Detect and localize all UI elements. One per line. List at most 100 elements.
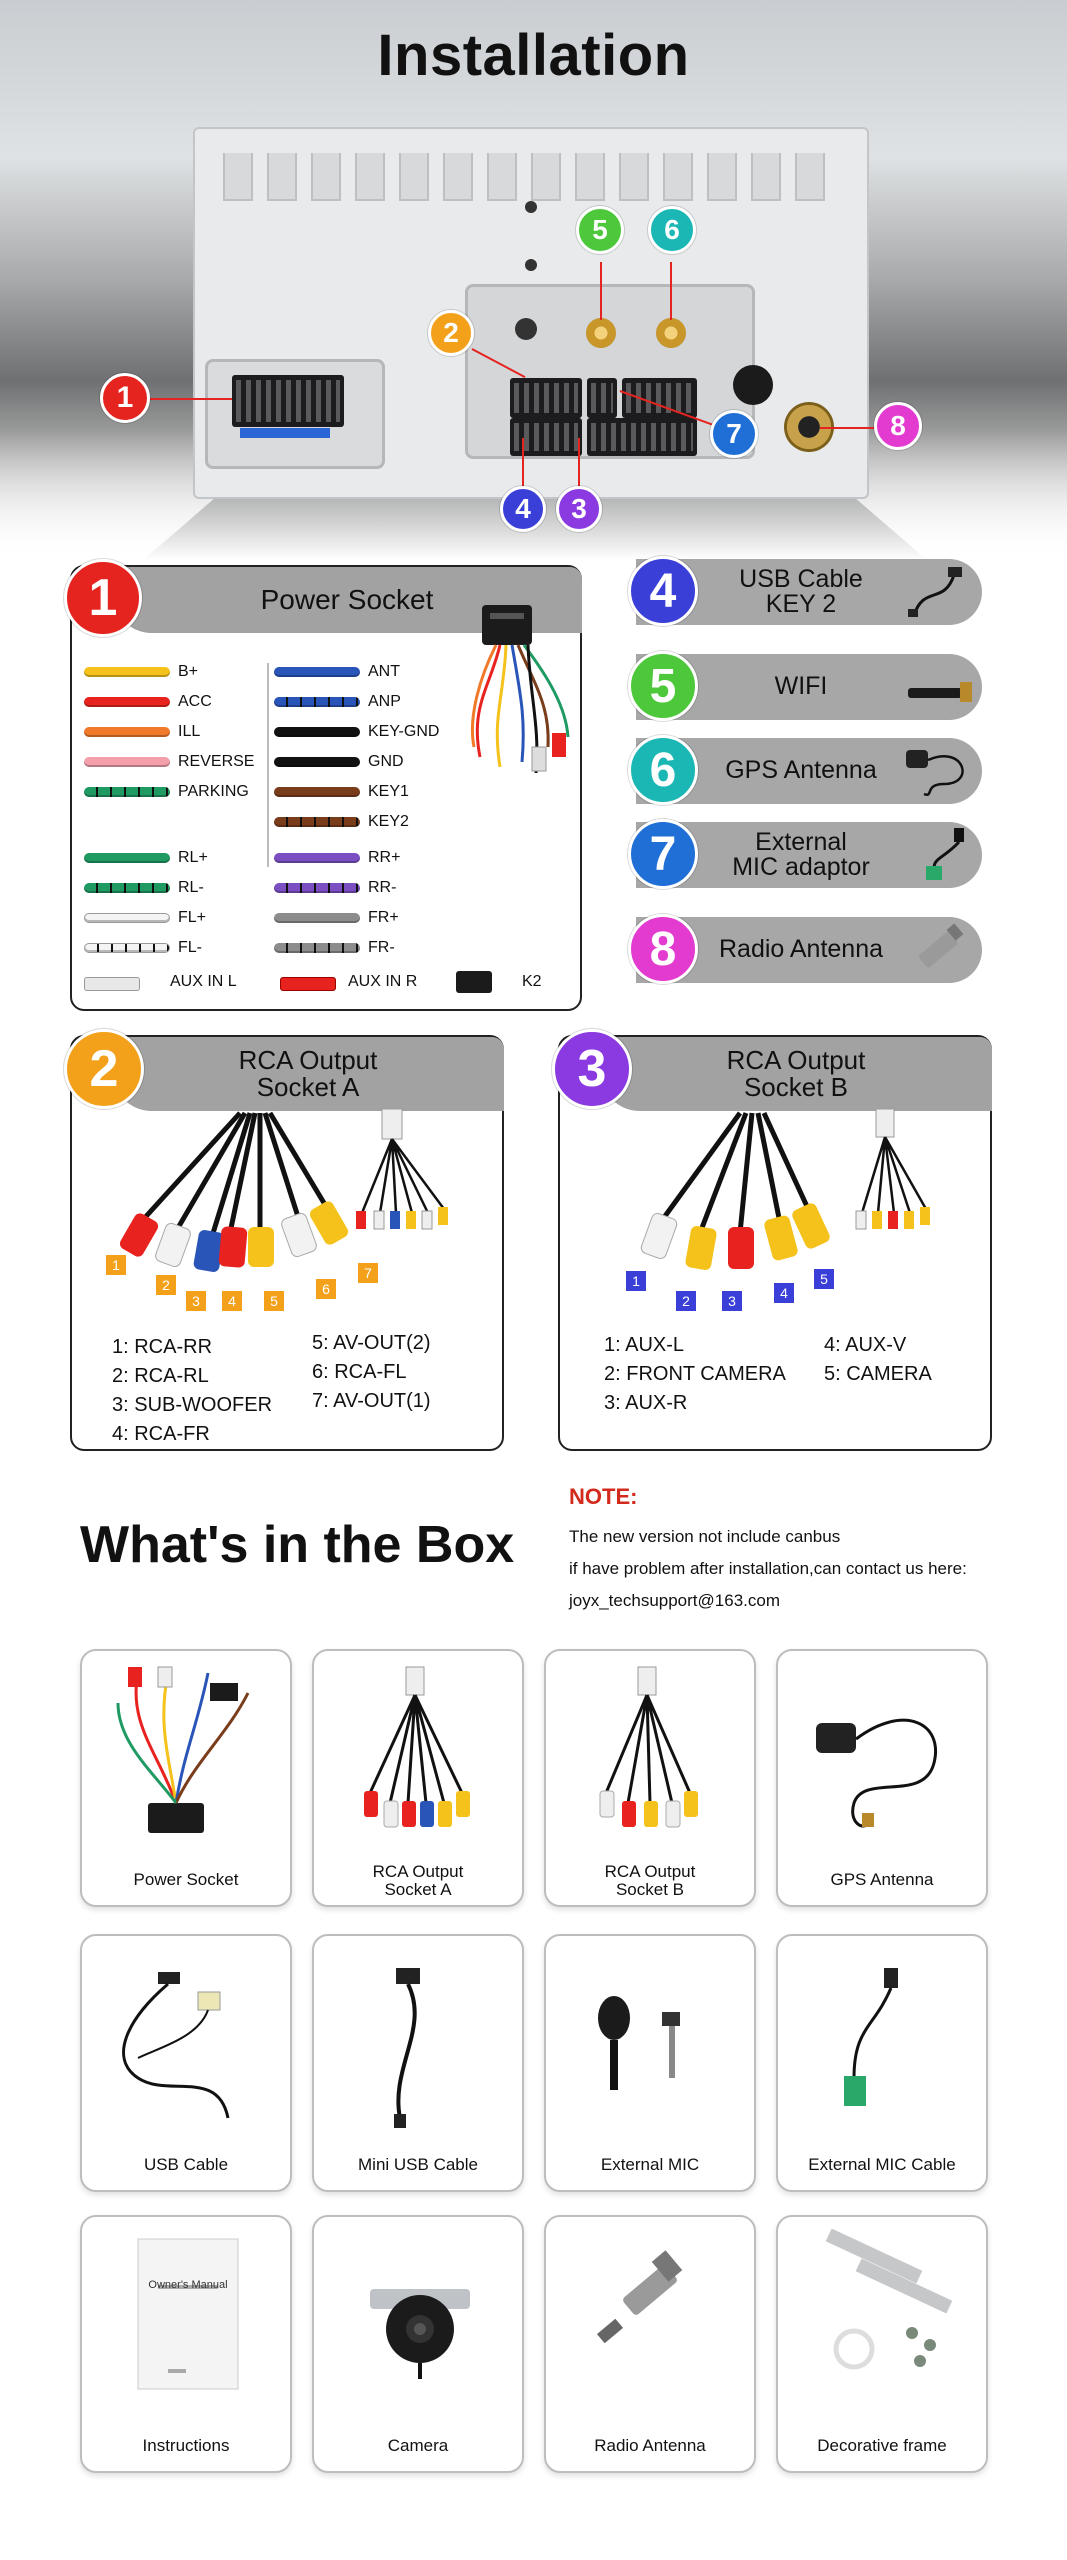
box-item-card: Power Socket	[80, 1649, 292, 1907]
box-item-card: External MIC Cable	[776, 1934, 988, 2192]
wire-label: RL+	[178, 849, 208, 866]
gps-port	[656, 318, 686, 348]
wire-label: KEY1	[368, 783, 409, 800]
wire-swatch	[84, 943, 170, 953]
rca-a-title-line1: RCA Output	[238, 1044, 378, 1075]
box-item-card: Decorative frame	[776, 2215, 988, 2473]
wire-row: ANT	[274, 663, 400, 681]
accessory-usb-cable: 4 USB Cable KEY 2	[628, 556, 982, 626]
box-item-label: Power Socket	[133, 1870, 239, 1889]
gps-antenna-icon	[906, 750, 964, 796]
box-item-label: USB Cable	[143, 2155, 229, 2174]
wire-swatch	[84, 853, 170, 863]
wire-label: FL-	[178, 939, 202, 956]
wire-row: RR-	[274, 879, 396, 897]
wire-label: B+	[178, 663, 199, 680]
accessory-badge-4: 4	[628, 556, 698, 626]
wire-swatch	[84, 697, 170, 707]
plug-number-tag: 4	[222, 1291, 242, 1311]
rca-a-right-list: 5: AV-OUT(2) 6: RCA-FL 7: AV-OUT(1)	[312, 1329, 431, 1416]
mic-cable-icon	[844, 1968, 898, 2106]
wire-swatch	[274, 883, 360, 893]
box-item-label: RCA Output Socket B	[604, 1862, 696, 1899]
accessory-label: Radio Antenna	[718, 935, 884, 964]
wire-row: FL-	[84, 939, 202, 957]
wire-divider	[267, 663, 269, 867]
port-badge-6: 6	[648, 206, 696, 254]
plug-number-tag: 2	[156, 1275, 176, 1295]
rca-a-item: 2: RCA-RL	[112, 1365, 209, 1387]
wire-row: GND	[274, 753, 404, 771]
rca-b-left-list: 1: AUX-L 2: FRONT CAMERA 3: AUX-R	[604, 1331, 786, 1418]
wire-swatch	[84, 667, 170, 677]
box-item-card: GPS Antenna	[776, 1649, 988, 1907]
wire-label: FR+	[368, 909, 399, 926]
wire-row: B+	[84, 663, 198, 681]
aux-in-l-label: AUX IN L	[170, 973, 237, 990]
rca-a-icon	[364, 1666, 470, 1828]
wire-row: FL+	[84, 909, 206, 927]
power-harness-icon	[116, 1666, 250, 1833]
accessory-badge-7: 7	[628, 819, 698, 889]
wire-label: KEY-GND	[368, 723, 440, 740]
accessory-external-mic-adaptor: 7 External MIC adaptor	[628, 819, 982, 889]
wifi-port	[586, 318, 616, 348]
wire-row: FR-	[274, 939, 395, 957]
box-item-card: Mini USB Cable	[312, 1934, 524, 2192]
mini-usb-icon	[394, 1968, 420, 2128]
box-item-label: External MIC	[600, 2155, 700, 2174]
radio-adapter-icon	[596, 2250, 683, 2344]
fuse	[240, 428, 330, 438]
wire-label: KEY2	[368, 813, 409, 830]
accessory-label: External MIC adaptor	[732, 827, 870, 881]
rca-a-item: 3: SUB-WOOFER	[112, 1394, 273, 1416]
frame-brackets-icon	[825, 2229, 953, 2370]
wire-swatch	[274, 667, 360, 677]
box-item-card: Camera	[312, 2215, 524, 2473]
accessory-gps-antenna: 6 GPS Antenna	[628, 735, 982, 805]
rca-a-tab: RCA Output Socket A	[112, 1037, 504, 1111]
box-item-label: Mini USB Cable	[358, 2155, 478, 2174]
plug-number-tag: 2	[676, 1291, 696, 1311]
wire-label: RL-	[178, 879, 204, 896]
wire-row: ANP	[274, 693, 401, 711]
rca-b-item: 2: FRONT CAMERA	[604, 1363, 786, 1385]
port-badge-3: 3	[556, 486, 602, 532]
plug-number-tag: 1	[106, 1255, 126, 1275]
wire-swatch	[274, 697, 360, 707]
port-badge-7: 7	[710, 410, 758, 458]
wire-row: PARKING	[84, 783, 249, 801]
page-title: Installation	[377, 23, 690, 88]
box-item-label: GPS Antenna	[830, 1870, 934, 1889]
aux-in-r-label: AUX IN R	[348, 973, 418, 990]
plug-number-tag: 3	[722, 1291, 742, 1311]
accessory-badge-6: 6	[628, 735, 698, 805]
rca-a-connector	[510, 378, 582, 418]
rca-b-item: 1: AUX-L	[604, 1334, 685, 1356]
rca-a-item: 6: RCA-FL	[312, 1361, 407, 1383]
power-connector	[232, 375, 344, 427]
rca-b-tab: RCA Output Socket B	[600, 1037, 992, 1111]
mic-adaptor-icon	[926, 828, 964, 880]
rca-b-item: 3: AUX-R	[604, 1392, 688, 1414]
wire-swatch	[274, 757, 360, 767]
wire-label: ACC	[178, 693, 212, 710]
box-item-label: Camera	[387, 2436, 449, 2455]
wire-swatch	[84, 757, 170, 767]
wire-row: RL-	[84, 879, 204, 897]
box-item-label: RCA Output Socket A	[372, 1862, 464, 1899]
wire-swatch	[274, 787, 360, 797]
wire-swatch	[274, 913, 360, 923]
gps-antenna-icon	[816, 1718, 937, 1828]
rca-a-cable-icon	[119, 1108, 448, 1273]
wire-label: ANP	[368, 693, 401, 710]
wire-swatch	[84, 883, 170, 893]
rca-b-item: 5: CAMERA	[824, 1363, 932, 1385]
accessory-badge-5: 5	[628, 651, 698, 721]
box-item-card: RCA Output Socket B	[544, 1649, 756, 1907]
accessory-label: USB Cable KEY 2	[739, 564, 863, 618]
wire-swatch	[274, 817, 360, 827]
